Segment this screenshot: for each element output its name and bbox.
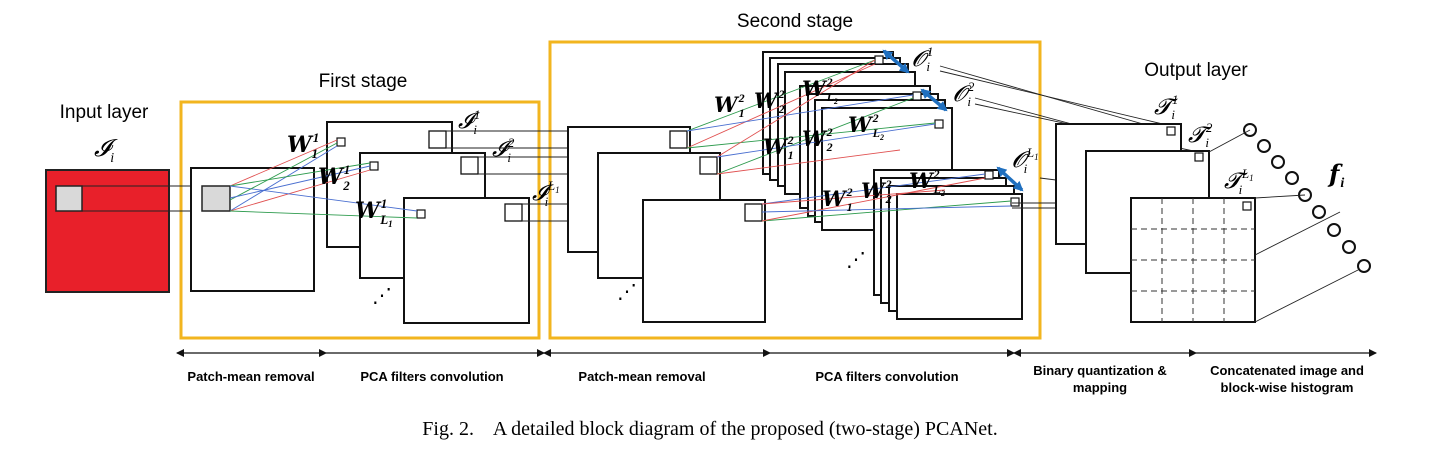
first-stage-label: First stage <box>319 71 408 92</box>
stage1-filter-1-square <box>336 137 346 147</box>
input-image-symbol: 𝓘i <box>94 136 118 166</box>
stage1-map-2-patch <box>460 156 479 175</box>
output-map-l1-patch <box>1242 201 1252 211</box>
stage2-mean-map-2-patch <box>699 156 718 175</box>
stage1-map-l1-patch <box>504 203 523 222</box>
stage2-stack-ellipsis: ⋰ <box>846 249 866 271</box>
output-map-1-patch <box>1166 126 1176 136</box>
stage2-stack-l1-patch <box>984 170 994 180</box>
output-map-l1-grid <box>1131 198 1255 322</box>
step-patch-mean-removal-2: Patch-mean removal <box>578 369 705 384</box>
input-patch <box>55 185 83 212</box>
stage2-stack-2-patch <box>912 91 922 101</box>
step-binary-quantization: Binary quantization &mapping <box>1033 363 1167 395</box>
step-pca-filters-convolution-1: PCA filters convolution <box>360 369 503 384</box>
stage2-stack-1-patch <box>874 55 884 65</box>
feature-vector-nodes <box>1243 123 1371 273</box>
feature-vector-symbol: 𝒇i <box>1327 162 1344 191</box>
stage2-stack-l1 <box>873 169 1023 320</box>
stage1-filter-connections <box>229 139 418 219</box>
stage2-filter-connections <box>686 59 1012 222</box>
stage2-mean-map-l1-patch <box>744 203 763 222</box>
stage1-filter-2-square <box>369 161 379 171</box>
output-map-2-patch <box>1194 152 1204 162</box>
step-patch-mean-removal-1: Patch-mean removal <box>187 369 314 384</box>
stage2-output-2-arrow <box>920 88 948 112</box>
mean-removed-patch <box>201 185 231 212</box>
stage1-filter-l1-square <box>416 209 426 219</box>
stage1-map-1-patch <box>428 130 447 149</box>
stage2-stack-2-patch-b <box>934 119 944 129</box>
stage2-mean-map-1-patch <box>669 130 688 149</box>
stage2-output-1-arrow <box>882 49 910 74</box>
stage2-stack-l1-patch-b <box>1010 197 1020 207</box>
figure-caption: Fig. 2. A detailed block diagram of the … <box>422 418 997 440</box>
output-layer-label: Output layer <box>1144 60 1248 81</box>
input-layer-label: Input layer <box>60 102 149 123</box>
stage2-output-l1-arrow <box>996 166 1024 192</box>
second-stage-frame <box>548 40 1042 340</box>
stage2-mean-ellipsis: ⋰ <box>617 281 637 303</box>
stage1-ellipsis: ⋰ <box>372 285 392 307</box>
second-stage-label: Second stage <box>737 11 853 32</box>
histogram-to-feature-lines <box>1208 129 1359 323</box>
first-stage-frame <box>179 100 541 340</box>
step-pca-filters-convolution-2: PCA filters convolution <box>815 369 958 384</box>
